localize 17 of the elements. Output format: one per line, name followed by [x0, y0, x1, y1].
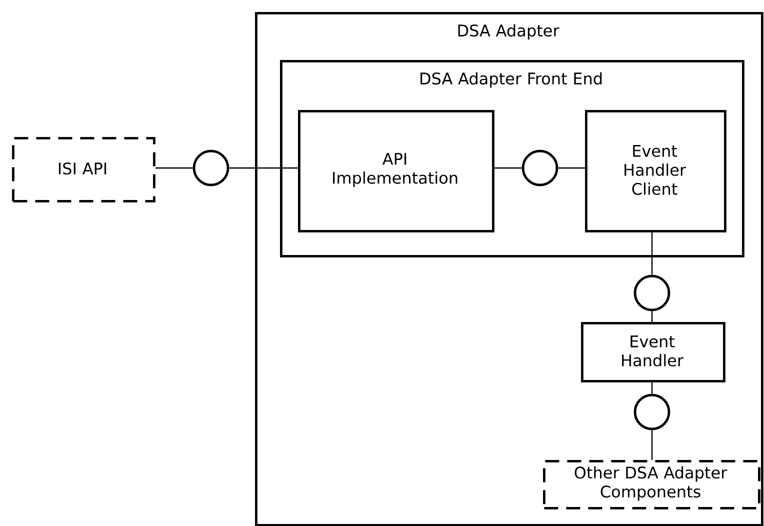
connector-line — [155, 167, 193, 169]
interface-circle — [634, 394, 670, 430]
connector-line — [229, 167, 298, 169]
component-box: Event Handler — [581, 322, 726, 382]
interface-circle — [634, 274, 670, 312]
connector-line — [494, 167, 522, 169]
connector-line — [651, 382, 653, 394]
connector-line — [651, 232, 653, 275]
component-box: Event Handler Client — [585, 110, 726, 232]
interface-circle — [192, 150, 230, 186]
connector-line — [651, 311, 653, 322]
interface-circle — [522, 150, 558, 186]
component-box: API Implementation — [298, 110, 494, 232]
connector-line — [651, 430, 653, 460]
external-component-box: ISI API — [12, 137, 156, 202]
external-component-box: Other DSA Adapter Components — [543, 460, 760, 510]
connector-line — [558, 167, 585, 169]
